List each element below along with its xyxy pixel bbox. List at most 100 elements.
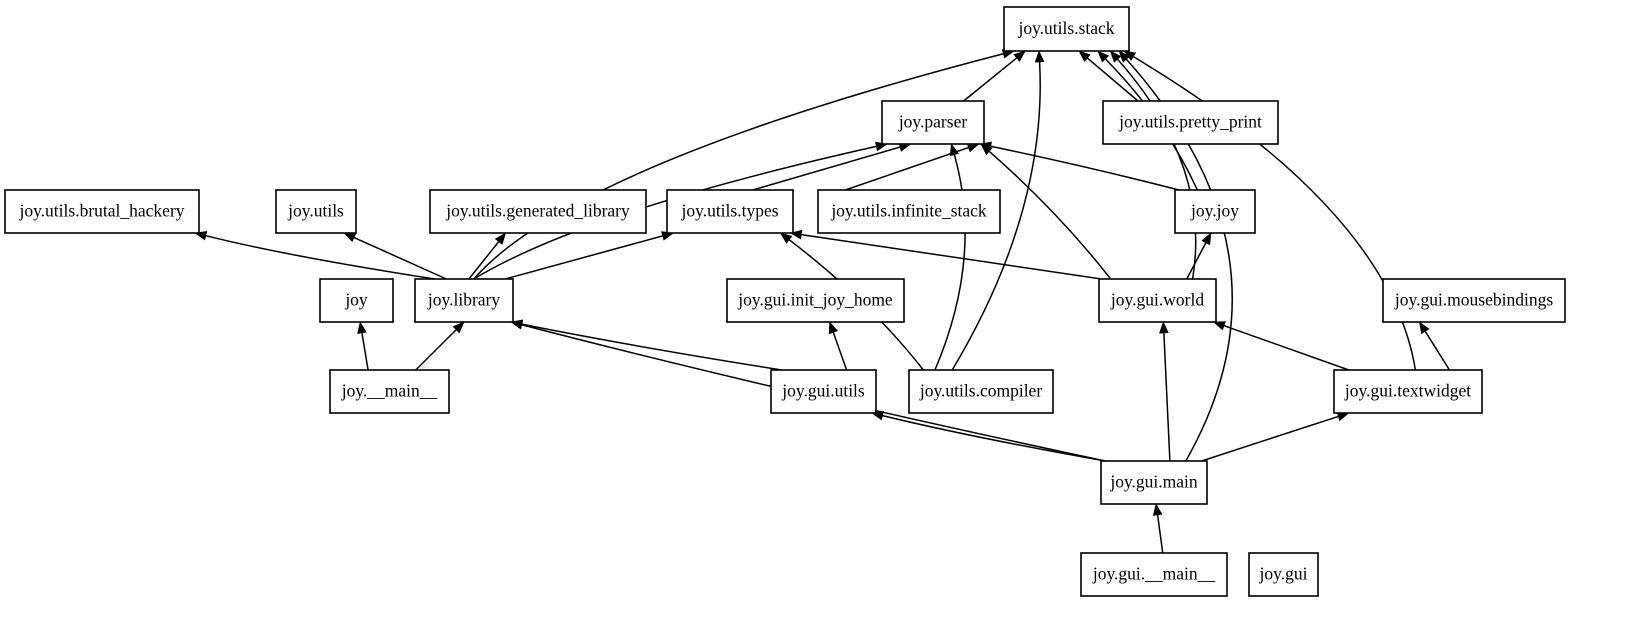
edge-joy.library-to-joy.utils: [353, 236, 447, 280]
node-joy.utils.brutal_hackery[interactable]: joy.utils.brutal_hackery: [4, 189, 200, 234]
node-label-joy.gui.__main__: joy.gui.__main__: [1092, 564, 1216, 584]
arrowhead-icon: [1013, 50, 1026, 62]
edge-joy.gui.textwidget-to-joy.utils.stack: [1133, 56, 1417, 371]
edge-joy.library-to-joy.utils.types: [504, 235, 663, 280]
node-label-joy.gui.init_joy_home: joy.gui.init_joy_home: [737, 290, 893, 310]
arrowhead-icon: [343, 232, 357, 243]
node-label-joy.library: joy.library: [427, 290, 500, 310]
node-box-joy.utils.compiler[interactable]: [908, 369, 1054, 414]
node-box-joy.gui.textwidget[interactable]: [1333, 369, 1483, 414]
edge-joy.gui.main-to-joy.gui.textwidget: [1201, 415, 1339, 462]
node-joy.gui.utils[interactable]: joy.gui.utils: [770, 369, 877, 414]
node-joy.__main__[interactable]: joy.__main__: [329, 369, 450, 414]
node-joy.gui.world[interactable]: joy.gui.world: [1098, 278, 1217, 323]
edge-joy.library-to-joy.utils.stack: [473, 53, 1004, 280]
edge-joy.gui.world-to-joy.parser: [988, 150, 1112, 280]
node-box-joy.joy[interactable]: [1174, 189, 1256, 234]
node-joy.gui[interactable]: joy.gui: [1248, 552, 1319, 597]
node-joy.utils.compiler[interactable]: joy.utils.compiler: [908, 369, 1054, 414]
node-label-joy.utils.types: joy.utils.types: [680, 201, 778, 221]
node-layer: joy.utils.stack joy.parser joy.utils.prett…: [4, 6, 1566, 597]
node-box-joy.utils.types[interactable]: [666, 189, 794, 234]
arrowhead-icon: [828, 321, 838, 335]
edge-joy.utils.compiler-to-joy.utils.stack: [951, 61, 1041, 371]
edge-joy.utils.pretty_print-to-joy.utils.stack: [1086, 57, 1139, 102]
edge-joy.gui.main-to-joy.gui.world: [1163, 332, 1171, 462]
edge-joy.library-to-joy.utils.generated_library: [468, 241, 500, 280]
edge-joy.gui.textwidget-to-joy.gui.world: [1223, 324, 1350, 371]
edge-joy.joy-to-joy.parser: [990, 145, 1180, 191]
edge-joy.gui.world-to-joy.joy: [1186, 242, 1207, 280]
node-joy.gui.textwidget[interactable]: joy.gui.textwidget: [1333, 369, 1483, 414]
node-joy.utils.stack[interactable]: joy.utils.stack: [1003, 6, 1130, 52]
node-box-joy.__main__[interactable]: [329, 369, 450, 414]
node-label-joy.utils: joy.utils: [287, 201, 344, 221]
arrowhead-icon: [949, 143, 960, 157]
node-label-joy.utils.compiler: joy.utils.compiler: [919, 381, 1042, 401]
node-box-joy.parser[interactable]: [881, 100, 985, 145]
edge-joy.utils.compiler-to-joy.parser: [934, 154, 966, 371]
node-joy.gui.__main__[interactable]: joy.gui.__main__: [1080, 552, 1228, 597]
arrowhead-icon: [1109, 50, 1122, 63]
arrowhead-icon: [510, 320, 524, 330]
arrowhead-icon: [1078, 50, 1091, 63]
edge-joy.gui.utils-to-joy.gui.init_joy_home: [832, 332, 848, 371]
node-joy.utils[interactable]: joy.utils: [275, 189, 357, 234]
arrowhead-icon: [494, 232, 507, 245]
node-box-joy.gui.main[interactable]: [1100, 460, 1208, 505]
edge-joy.gui.world-to-joy.utils.stack: [1116, 58, 1197, 280]
node-label-joy.gui: joy.gui: [1259, 564, 1308, 584]
node-label-joy.utils.brutal_hackery: joy.utils.brutal_hackery: [18, 201, 184, 221]
node-box-joy[interactable]: [319, 278, 394, 323]
node-box-joy.library[interactable]: [414, 278, 514, 323]
arrowhead-icon: [1212, 321, 1226, 331]
node-label-joy.gui.world: joy.gui.world: [1110, 290, 1204, 310]
edge-joy.gui.textwidget-to-joy.gui.mousebindings: [1424, 330, 1451, 371]
edge-joy.__main__-to-joy.library: [415, 329, 457, 371]
node-label-joy.__main__: joy.__main__: [341, 381, 438, 401]
node-box-joy.gui.world[interactable]: [1098, 278, 1217, 323]
node-label-joy.parser: joy.parser: [898, 112, 968, 132]
arrowhead-icon: [1201, 232, 1212, 246]
arrowhead-icon: [1418, 321, 1430, 335]
arrowhead-icon: [452, 321, 465, 334]
node-box-joy.gui.__main__[interactable]: [1080, 552, 1228, 597]
arrowhead-icon: [980, 143, 993, 156]
node-label-joy.joy: joy.joy: [1190, 201, 1239, 221]
node-joy.library[interactable]: joy.library: [414, 278, 514, 323]
node-joy.gui.mousebindings[interactable]: joy.gui.mousebindings: [1382, 278, 1566, 323]
arrowhead-icon: [1097, 50, 1110, 63]
edge-joy.__main__-to-joy: [361, 332, 369, 371]
node-joy.utils.pretty_print[interactable]: joy.utils.pretty_print: [1102, 100, 1279, 145]
node-joy.parser[interactable]: joy.parser: [881, 100, 985, 145]
arrowhead-icon: [357, 321, 367, 334]
node-box-joy.gui.init_joy_home[interactable]: [726, 278, 905, 323]
node-box-joy.utils.stack[interactable]: [1003, 6, 1130, 52]
node-box-joy.utils[interactable]: [275, 189, 357, 234]
node-joy[interactable]: joy: [319, 278, 394, 323]
node-label-joy.utils.generated_library: joy.utils.generated_library: [445, 201, 630, 221]
node-box-joy.utils.pretty_print[interactable]: [1102, 100, 1279, 145]
node-label-joy.utils.pretty_print: joy.utils.pretty_print: [1118, 112, 1262, 132]
node-joy.joy[interactable]: joy.joy: [1174, 189, 1256, 234]
edge-joy.gui.world-to-joy.utils.types: [801, 233, 1102, 280]
arrowhead-icon: [1034, 50, 1045, 63]
node-joy.gui.main[interactable]: joy.gui.main: [1100, 460, 1208, 505]
arrowhead-icon: [1152, 503, 1163, 516]
node-box-joy.utils.infinite_stack[interactable]: [817, 189, 1001, 234]
node-joy.utils.infinite_stack[interactable]: joy.utils.infinite_stack: [817, 189, 1001, 234]
node-box-joy.gui.utils[interactable]: [770, 369, 877, 414]
edge-joy.library-to-joy.utils.brutal_hackery: [205, 234, 435, 280]
node-box-joy.utils.brutal_hackery[interactable]: [4, 189, 200, 234]
node-joy.gui.init_joy_home[interactable]: joy.gui.init_joy_home: [726, 278, 905, 323]
node-label-joy.gui.textwidget: joy.gui.textwidget: [1344, 381, 1471, 401]
edge-joy.utils.types-to-joy.parser: [752, 146, 901, 191]
node-joy.utils.generated_library[interactable]: joy.utils.generated_library: [429, 189, 647, 234]
node-label-joy.utils.stack: joy.utils.stack: [1017, 18, 1114, 38]
node-joy.utils.types[interactable]: joy.utils.types: [666, 189, 794, 234]
edge-joy.parser-to-joy.utils.stack: [963, 57, 1018, 102]
node-box-joy.gui[interactable]: [1248, 552, 1319, 597]
node-box-joy.utils.generated_library[interactable]: [429, 189, 647, 234]
node-box-joy.gui.mousebindings[interactable]: [1382, 278, 1566, 323]
